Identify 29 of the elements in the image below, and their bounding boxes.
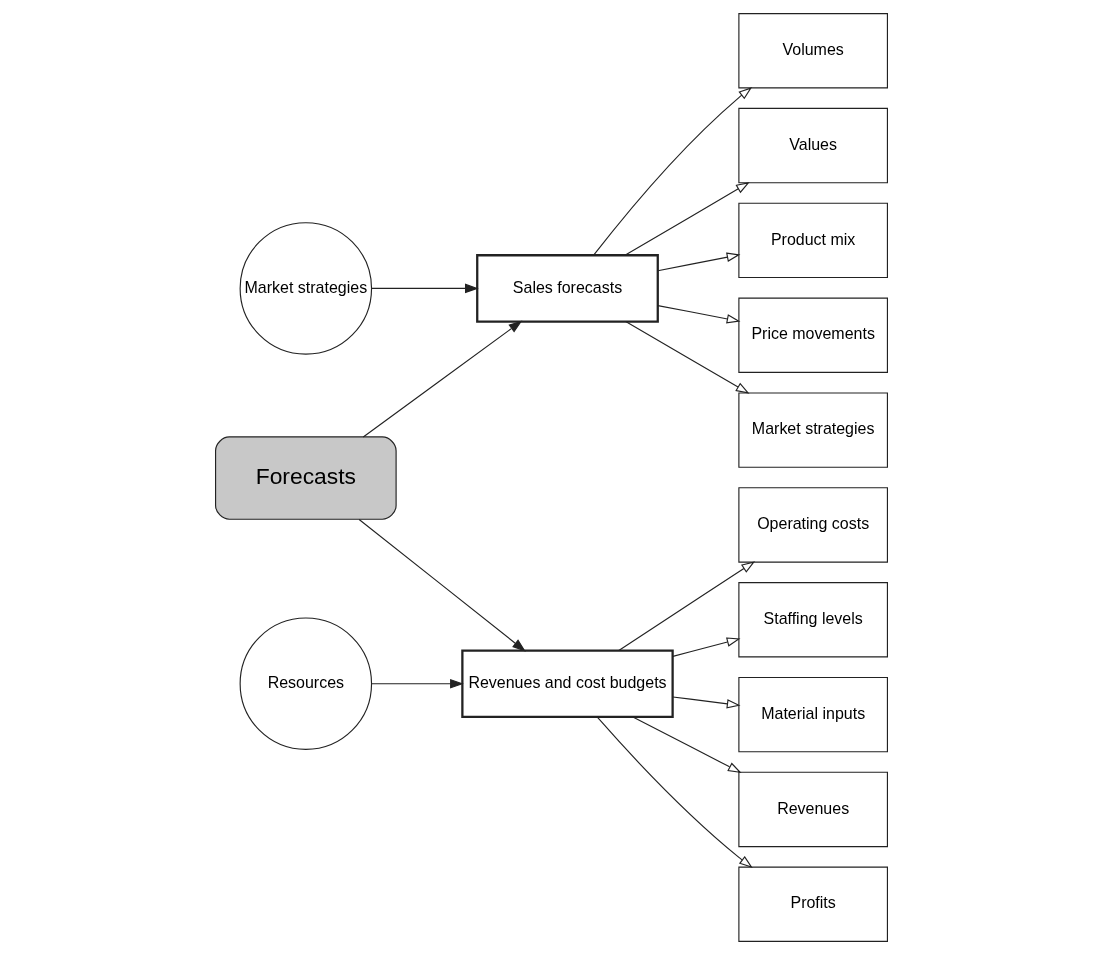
arrow <box>624 320 749 394</box>
node-box: Market strategies <box>737 391 888 468</box>
node-box: Material inputs <box>737 676 888 752</box>
node-box: Price movements <box>737 297 888 373</box>
node-box: Sales forecasts <box>475 253 659 323</box>
arrow <box>362 320 522 437</box>
node-box: Forecasts <box>214 435 397 520</box>
arrow <box>370 283 479 293</box>
arrow <box>596 715 753 868</box>
arrow <box>592 86 752 256</box>
arrow <box>656 304 740 324</box>
node-box: Revenues <box>737 771 888 847</box>
node-box: Revenues and cost budgets <box>460 648 674 718</box>
node-box: Staffing levels <box>737 581 888 657</box>
arrow <box>617 560 755 651</box>
node-circle: Resources <box>239 616 372 750</box>
node-box: Values <box>737 107 888 183</box>
arrow <box>358 518 526 652</box>
arrow <box>671 695 741 709</box>
node-box: Profits <box>737 866 888 942</box>
node-box: Product mix <box>737 202 888 278</box>
node-box: Volumes <box>737 12 888 88</box>
arrow <box>370 678 464 689</box>
arrow <box>656 251 740 271</box>
arrow <box>671 636 740 657</box>
node-box: Operating costs <box>737 486 888 563</box>
arrow <box>631 715 742 773</box>
node-circle: Market strategies <box>239 221 372 355</box>
arrow <box>624 181 750 256</box>
